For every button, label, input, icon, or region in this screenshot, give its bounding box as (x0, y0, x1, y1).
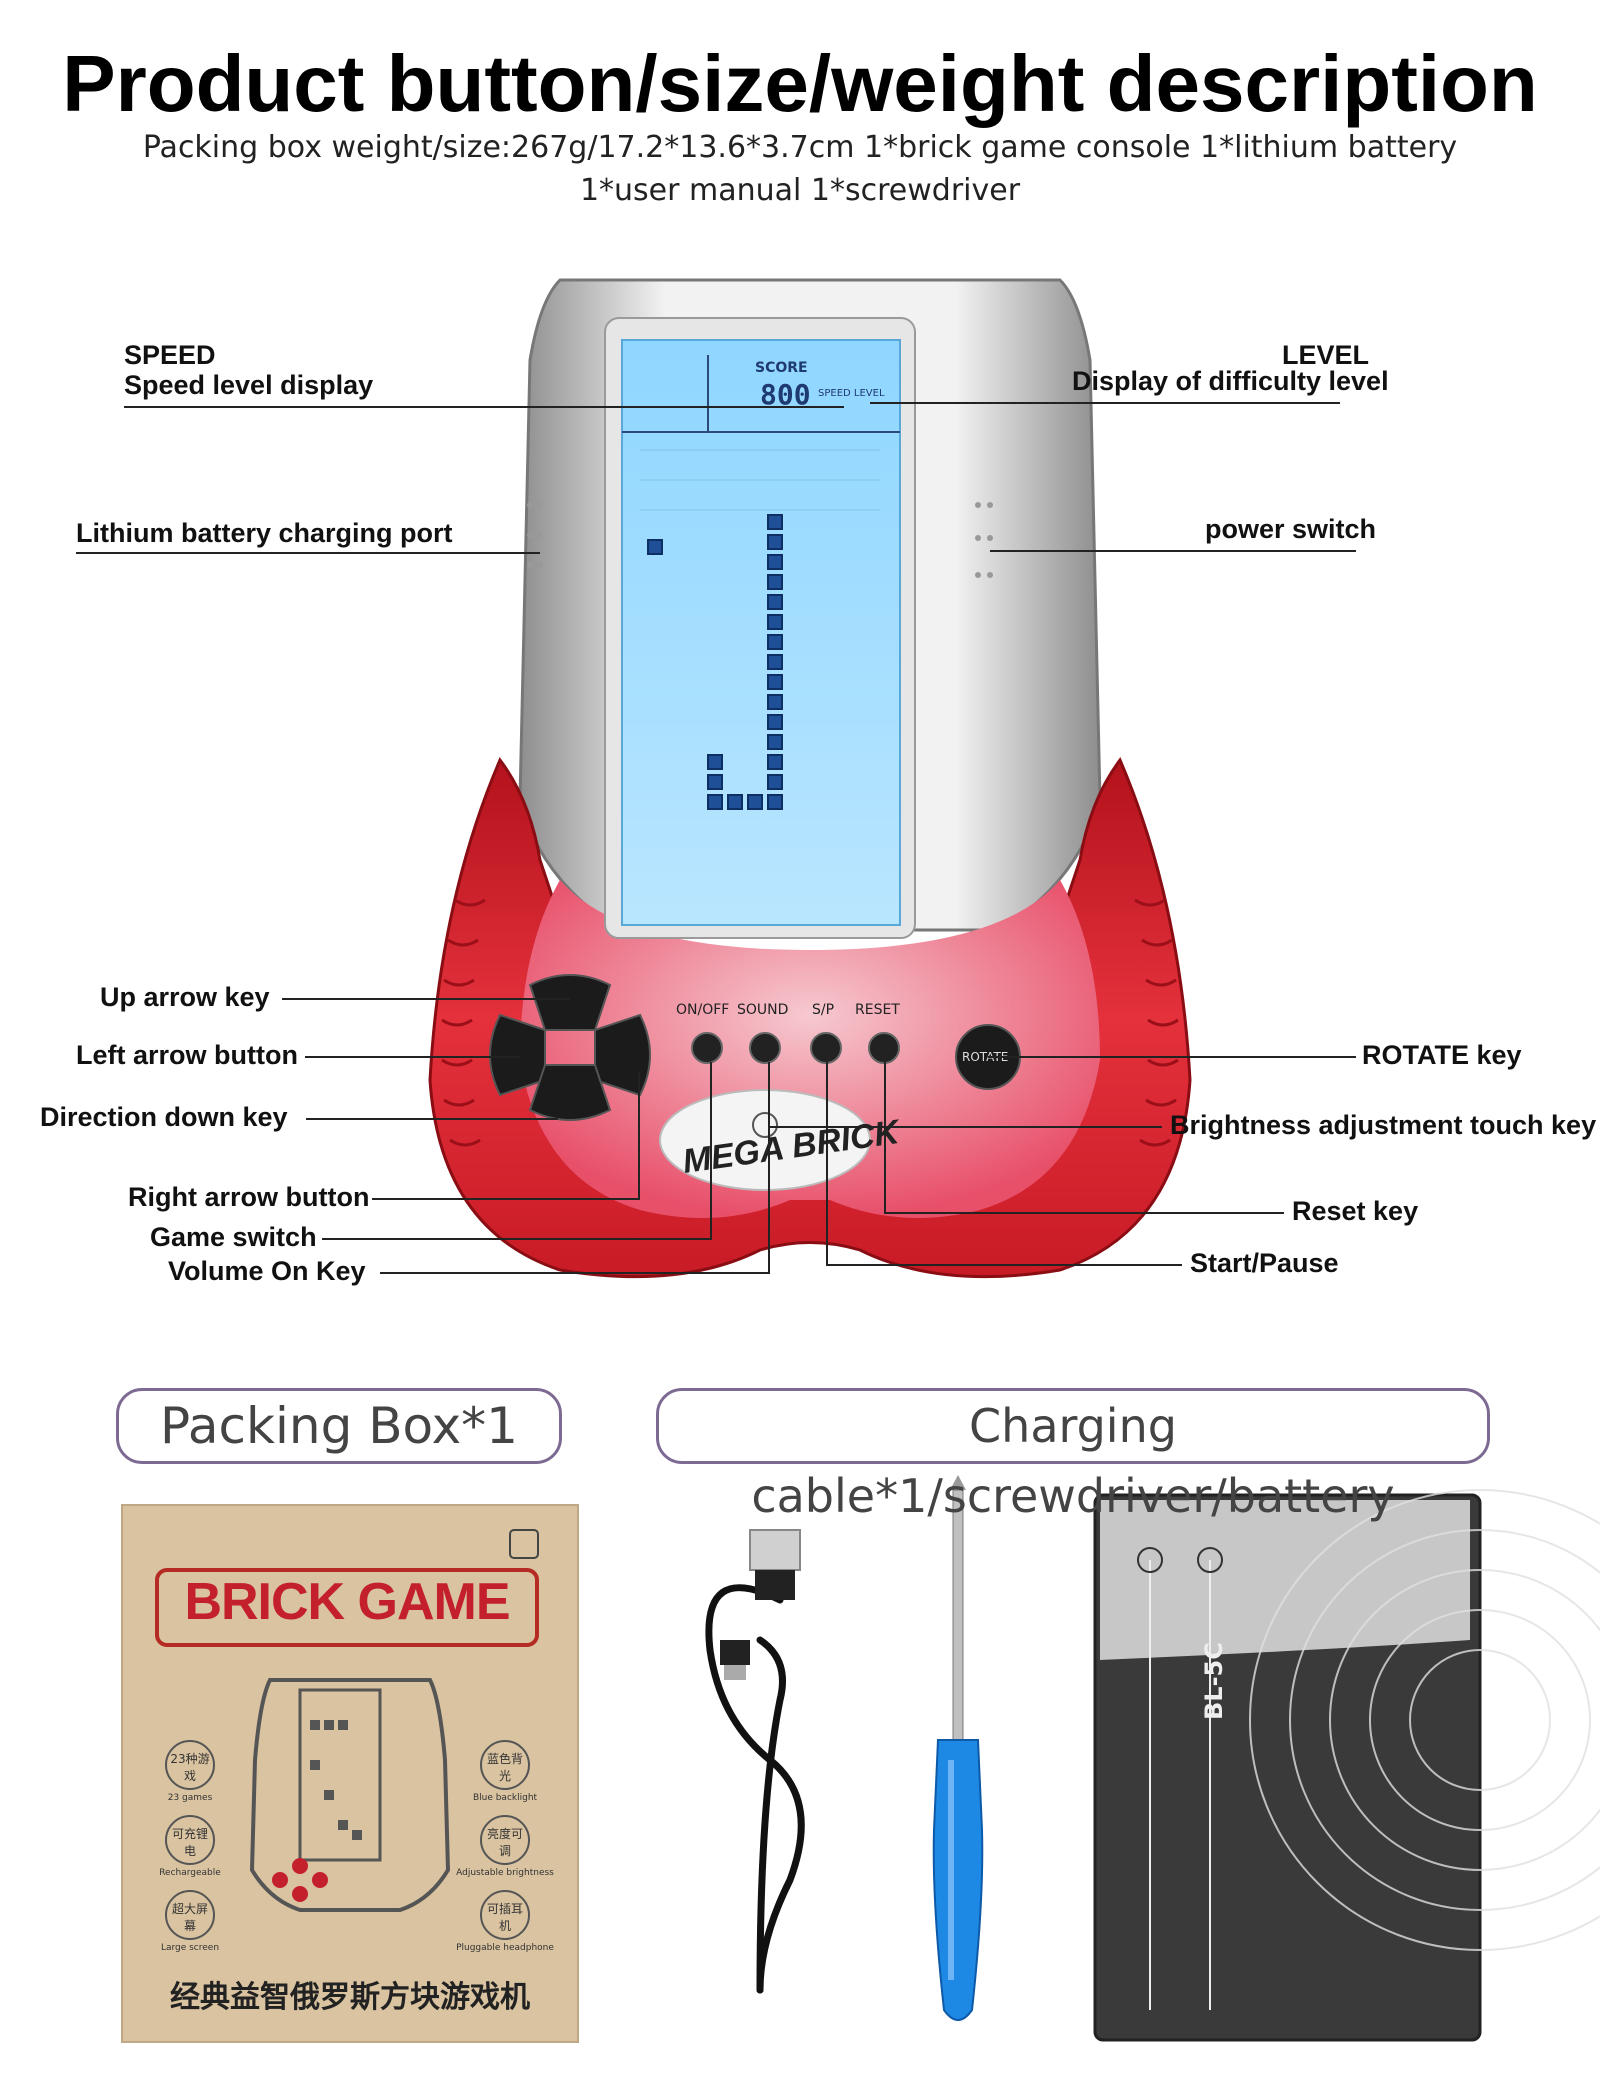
box-feature-en-2: Large screen (160, 1943, 220, 1953)
box-feature-cn-5: 可插耳机 (486, 1902, 523, 1933)
rotate-key-label: ROTATE key (1362, 1040, 1522, 1070)
reset-key-label: Reset key (1292, 1196, 1419, 1226)
function-buttons (691, 1032, 900, 1064)
lcd-score-label: SCORE (755, 360, 808, 376)
sound-button-label: SOUND (737, 1002, 789, 1018)
reset-button-label: RESET (855, 1002, 900, 1018)
sp-button-label: S/P (812, 1002, 835, 1018)
box-feature-en-4: Adjustable brightness (456, 1868, 554, 1878)
game-switch-label: Game switch (150, 1222, 317, 1252)
box-feature-en-0: 23 games (167, 1793, 213, 1803)
charging-port-label: Lithium battery charging port (76, 518, 453, 548)
usb-cable-image (705, 1584, 805, 1994)
box-feature-cn-2: 超大屏幕 (171, 1902, 208, 1933)
volume-key-label: Volume On Key (168, 1256, 366, 1286)
packing-box-title: Packing Box*1 (116, 1388, 562, 1464)
left-arrow-label: Left arrow button (76, 1040, 298, 1070)
rotate-button-label: ROTATE (962, 1050, 1009, 1064)
charging-cable-title: Charging cable*1/screwdriver/battery (656, 1388, 1490, 1523)
box-feature-cn-3: 蓝色背光 (486, 1752, 523, 1783)
box-feature-cn-1: 可充锂电 (171, 1827, 208, 1858)
box-feature-en-1: Rechargeable (159, 1868, 221, 1878)
brightness-key-label: Brightness adjustment touch key (1170, 1110, 1597, 1140)
battery-image (1093, 1489, 1600, 2042)
lcd-score-value: 800 (760, 378, 811, 411)
speed-title-label: SPEED (124, 340, 216, 370)
package-contents-line-1: Packing box weight/size:267g/17.2*13.6*3… (142, 130, 1458, 165)
box-feature-en-5: Pluggable headphone (456, 1943, 554, 1953)
start-pause-label: Start/Pause (1190, 1248, 1339, 1278)
speed-desc-label: Speed level display (124, 370, 374, 400)
box-chinese-title: 经典益智俄罗斯方块游戏机 (170, 1980, 530, 2015)
box-brand-title: BRICK GAME (184, 1573, 510, 1631)
box-feature-cn-0: 23种游戏 (170, 1752, 210, 1783)
brand-oval (659, 1089, 871, 1191)
box-feature-cn-4: 亮度可调 (486, 1827, 523, 1858)
level-title-label: LEVEL (1282, 340, 1370, 370)
screwdriver-image (932, 1475, 984, 2021)
power-switch-label: power switch (1205, 514, 1377, 544)
onoff-button-label: ON/OFF (676, 1002, 730, 1018)
lcd-snake-blocks (647, 514, 783, 810)
battery-model-label: BL-5C (1200, 1642, 1228, 1720)
package-contents-line-2: 1*user manual 1*screwdriver (579, 173, 1021, 208)
page-title: Product button/size/weight description (62, 39, 1538, 128)
lcd-speed-level-label: SPEED LEVEL (818, 388, 885, 399)
lcd-screen (621, 339, 901, 926)
right-arrow-label: Right arrow button (128, 1182, 370, 1212)
up-arrow-label: Up arrow key (100, 982, 270, 1012)
level-desc-label: Display of difficulty level (1072, 366, 1389, 396)
d-pad (489, 974, 651, 1121)
packing-box-image (121, 1504, 579, 2043)
box-feature-en-3: Blue backlight (472, 1793, 538, 1803)
down-key-label: Direction down key (40, 1102, 288, 1132)
